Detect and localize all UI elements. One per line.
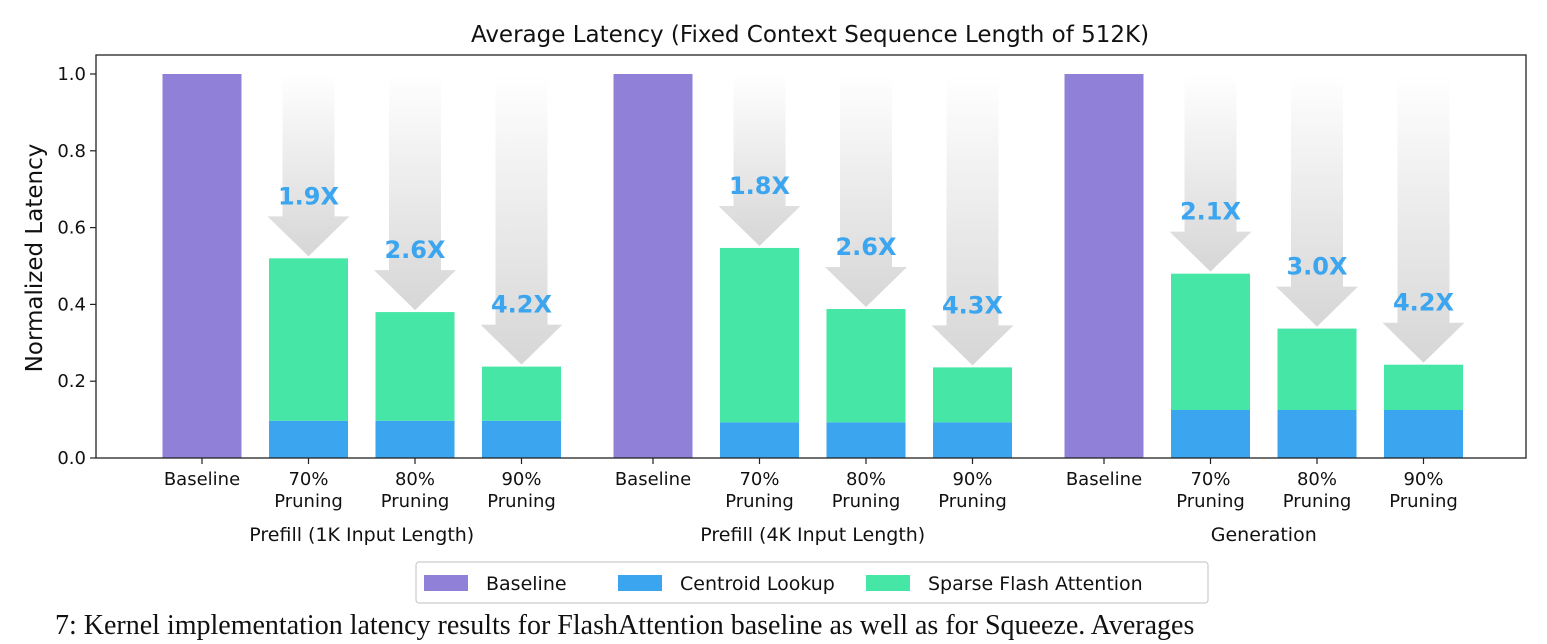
bar-sparse-flash-attention [1384,364,1463,410]
group-label: Prefill (1K Input Length) [249,524,474,546]
bar-sparse-flash-attention [720,247,799,423]
speedup-arrow [931,74,1014,366]
speedup-arrow [1382,74,1465,363]
legend: Baseline Centroid Lookup Sparse Flash Atte… [415,561,1209,604]
speedup-label: 3.0X [1286,253,1348,281]
bar-baseline [613,74,693,458]
axes: 0.0 0.2 0.4 0.6 0.8 1.0 [57,54,1527,469]
speedup-arrow [825,74,907,308]
bar-centroid-lookup [1384,410,1463,458]
x-tick-label: 90% [501,469,541,490]
speedup-arrow [1276,74,1358,327]
legend-label: Sparse Flash Attention [928,573,1143,595]
plot-frame [95,54,1527,459]
legend-box [415,561,1209,604]
bar-sparse-flash-attention [482,366,561,421]
bar-centroid-lookup [1171,410,1250,458]
legend-label: Centroid Lookup [680,573,835,595]
chart-title: Average Latency (Fixed Context Sequence … [471,22,1149,48]
x-tick-label: Pruning [938,491,1007,512]
speedup-arrow [1169,74,1252,272]
speedup-label: 1.8X [729,172,791,200]
group-label: Generation [1211,524,1317,546]
speedup-label: 4.2X [491,291,553,319]
x-tick-label: Baseline [615,469,691,490]
x-tick-label: Baseline [1066,469,1142,490]
group-label: Prefill (4K Input Length) [700,524,925,546]
legend-swatch [424,575,468,591]
figure-caption: 7: Kernel implementation latency results… [0,610,1547,644]
speedup-arrow [480,74,563,365]
bar-sparse-flash-attention [375,312,455,421]
bar-centroid-lookup [720,422,799,458]
y-tick-label: 0.0 [57,448,86,469]
speedup-label: 1.9X [278,182,340,210]
bar-sparse-flash-attention [269,258,348,421]
x-tick-label: Pruning [725,491,794,512]
latency-bar-chart: Average Latency (Fixed Context Sequence … [22,22,1527,604]
bar-baseline [1064,74,1144,458]
bar-centroid-lookup [826,422,906,458]
bar-sparse-flash-attention [1277,328,1357,410]
speedup-arrow [267,74,350,257]
x-tick-label: 80% [395,469,435,490]
bar-sparse-flash-attention [1171,273,1250,410]
speedup-labels: 1.9X 2.6X 4.2X 1.8X 2.6X 4.3X 2.1X 3.0X 4.2X [278,172,1455,319]
bar-sparse-flash-attention [933,367,1012,423]
bar-centroid-lookup [482,420,561,458]
x-tick-label: Pruning [1176,491,1245,512]
speedup-label: 4.2X [1393,289,1455,317]
x-tick-label: Pruning [832,491,901,512]
y-tick-label: 0.8 [57,141,86,162]
bar-centroid-lookup [933,422,1012,458]
caption-text: 7: Kernel implementation latency results… [55,610,1195,641]
speedup-arrow [718,74,801,246]
speedup-label: 4.3X [942,291,1004,319]
y-axis-label: Normalized Latency [22,144,48,373]
x-tick-label: Pruning [381,491,450,512]
x-tick-label: 90% [952,469,992,490]
x-tick-label: Pruning [274,491,343,512]
bar-centroid-lookup [1277,410,1357,458]
speedup-label: 2.1X [1180,198,1242,226]
x-tick-label: Pruning [1389,491,1458,512]
y-tick-label: 0.2 [57,371,86,392]
speedup-label: 2.6X [835,233,897,261]
y-tick-label: 1.0 [57,64,86,85]
x-tick-label: 70% [739,469,779,490]
bar-sparse-flash-attention [826,309,906,423]
legend-swatch [866,575,910,591]
x-tick-label: Baseline [164,469,240,490]
legend-label: Baseline [486,573,567,595]
x-tick-label: 80% [1297,469,1337,490]
x-tick-label: 70% [1190,469,1230,490]
x-tick-label: 90% [1403,469,1443,490]
bar-baseline [162,74,242,458]
x-tick-label: 70% [288,469,328,490]
legend-swatch [618,575,662,591]
x-tick-label: 80% [846,469,886,490]
x-tick-label: Pruning [1283,491,1352,512]
bar-centroid-lookup [269,420,348,458]
speedup-arrow [374,74,456,311]
y-tick-label: 0.6 [57,218,86,239]
speedup-arrows [267,74,1465,366]
speedup-label: 2.6X [384,236,446,264]
bars [162,74,1463,458]
bar-centroid-lookup [375,420,455,458]
x-tick-label: Pruning [487,491,556,512]
y-tick-label: 0.4 [57,294,86,315]
